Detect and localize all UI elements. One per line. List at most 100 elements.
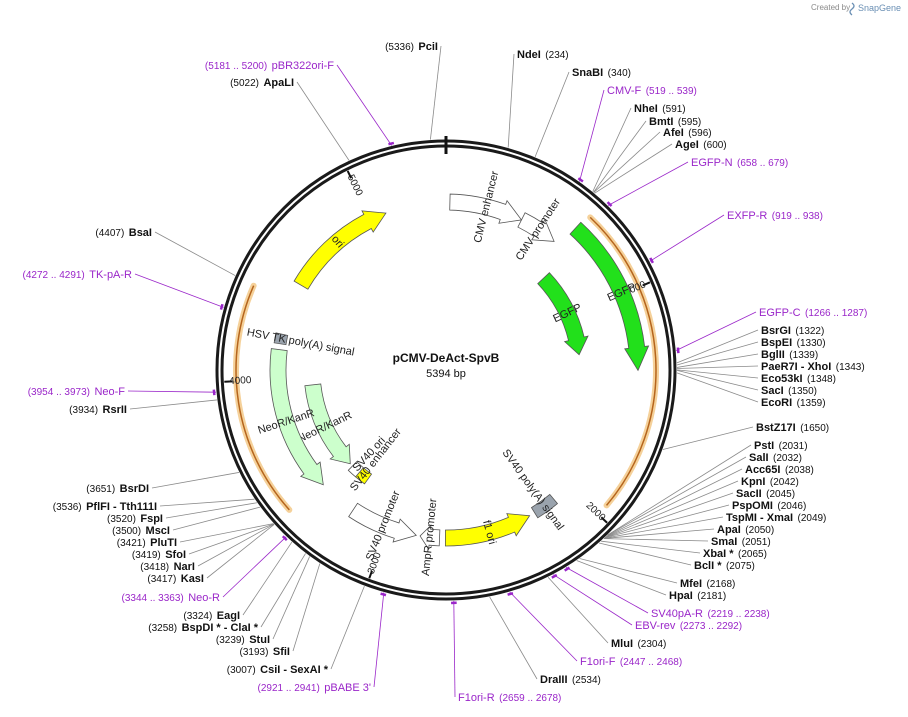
feature-arrow (348, 502, 417, 543)
leader-line (172, 506, 261, 531)
snapgene-logo-icon (849, 2, 855, 16)
label-name: PstI (754, 440, 774, 452)
label-name: PluTI (150, 537, 177, 549)
feature-arrow (530, 493, 559, 519)
primer-mark (606, 201, 613, 207)
label-name: Eco53kI (761, 373, 803, 385)
label-name: TspMI - XmaI (726, 512, 793, 524)
label-name: NarI (174, 561, 195, 573)
leader-line (547, 576, 609, 644)
feature-label: CMV promoter (514, 196, 564, 263)
leader-line (601, 540, 701, 554)
leader-line (604, 516, 724, 539)
site-label: TspMI - XmaI (2049) (726, 508, 826, 525)
site-label: PspOMI (2046) (732, 496, 806, 513)
leader-line (592, 107, 632, 192)
label-name: ApaI (717, 524, 741, 536)
label-position: (2042) (770, 477, 799, 488)
label-position: (4272 .. 4291) (23, 270, 85, 281)
leader-line (607, 456, 747, 536)
label-name: CMV-F (607, 85, 642, 97)
label-position: (3258) (148, 623, 177, 634)
primer-mark (281, 535, 288, 542)
site-label: SacII (2045) (736, 484, 795, 501)
label-name: MluI (611, 638, 633, 650)
label-name: SalI (749, 452, 769, 464)
primer-mark (380, 592, 387, 597)
label-position: (1343) (836, 362, 865, 373)
leader-line (599, 542, 692, 566)
feature-arrow (347, 461, 364, 478)
label-position: (3954 .. 3973) (28, 387, 90, 398)
site-label: BsrGI (1322) (761, 321, 824, 338)
label-position: (3418) (140, 562, 169, 573)
site-label: XbaI * (2065) (703, 544, 767, 561)
label-position: (3934) (69, 405, 98, 416)
leader-line (272, 556, 311, 640)
label-name: EXFP-R (727, 210, 767, 222)
leader-line (553, 574, 633, 626)
leader-line (188, 523, 274, 555)
site-label: (3934) RsrII (69, 400, 127, 417)
label-name: BmtI (649, 116, 673, 128)
label-name: BspDI * - ClaI * (182, 622, 259, 634)
primer-mark (212, 389, 216, 396)
label-name: RsrII (103, 404, 127, 416)
site-marks (212, 141, 680, 605)
site-label: SnaBI (340) (572, 63, 631, 80)
highlight-arc (589, 216, 657, 506)
label-position: (919 .. 938) (772, 211, 823, 222)
label-position: (2659 .. 2678) (499, 693, 561, 704)
label-name: EagI (217, 610, 240, 622)
highlight-arc (235, 285, 290, 511)
label-position: (2046) (777, 501, 806, 512)
site-label: (3417) KasI (147, 569, 204, 586)
site-label: (3007) CsiI - SexAI * (227, 660, 329, 677)
label-position: (2045) (766, 489, 795, 500)
label-position: (2304) (637, 639, 666, 650)
tick-mark (600, 516, 608, 524)
site-label: (3324) EagI (183, 606, 240, 623)
plasmid-length: 5394 bp (426, 368, 466, 380)
label-position: (340) (608, 68, 631, 79)
label-position: (600) (703, 140, 726, 151)
primer-label: F1ori-R (2659 .. 2678) (458, 688, 561, 705)
credit-brand: SnapGene (858, 3, 901, 13)
feature-arrow (273, 332, 289, 346)
primer-label: EGFP-N (658 .. 679) (691, 153, 788, 170)
leader-line (197, 523, 275, 567)
primer-mark (577, 177, 584, 183)
label-position: (3239) (216, 635, 245, 646)
site-label: Acc65I (2038) (745, 460, 814, 477)
leader-line (676, 311, 757, 351)
site-labels: (5336) PciI(5022) ApaLI(5181 .. 5200) pB… (23, 41, 868, 705)
label-name: SnaBI (572, 67, 603, 79)
leader-line (607, 161, 689, 206)
primer-label: EBV-rev (2273 .. 2292) (635, 616, 742, 633)
label-position: (2038) (785, 465, 814, 476)
site-label: SacI (1350) (761, 381, 817, 398)
leader-line (165, 502, 258, 519)
label-position: (3520) (107, 514, 136, 525)
primer-mark (388, 141, 395, 146)
label-name: SfiI (273, 646, 290, 658)
leader-line (676, 365, 759, 369)
primer-label: (4272 .. 4291) TK-pA-R (23, 265, 133, 282)
label-position: (2050) (745, 525, 774, 536)
label-position: (2273 .. 2292) (680, 621, 742, 632)
label-position: (5336) (385, 42, 414, 53)
site-label: BstZ17I (1650) (756, 418, 829, 435)
site-label: (3258) BspDI * - ClaI * (148, 618, 258, 635)
tick-mark (642, 281, 651, 287)
primer-label: (3344 .. 3363) Neo-R (121, 588, 220, 605)
site-label: KpnI (2042) (741, 472, 799, 489)
leader-line (604, 492, 734, 538)
leader-line (159, 498, 255, 507)
label-position: (2075) (726, 561, 755, 572)
label-leader-lines (127, 45, 759, 698)
site-label: EcoRI (1359) (761, 393, 826, 410)
label-name: EGFP-C (759, 307, 801, 319)
plasmid-backbone (215, 136, 677, 601)
leader-line (260, 553, 306, 628)
site-label: AgeI (600) (675, 135, 727, 152)
